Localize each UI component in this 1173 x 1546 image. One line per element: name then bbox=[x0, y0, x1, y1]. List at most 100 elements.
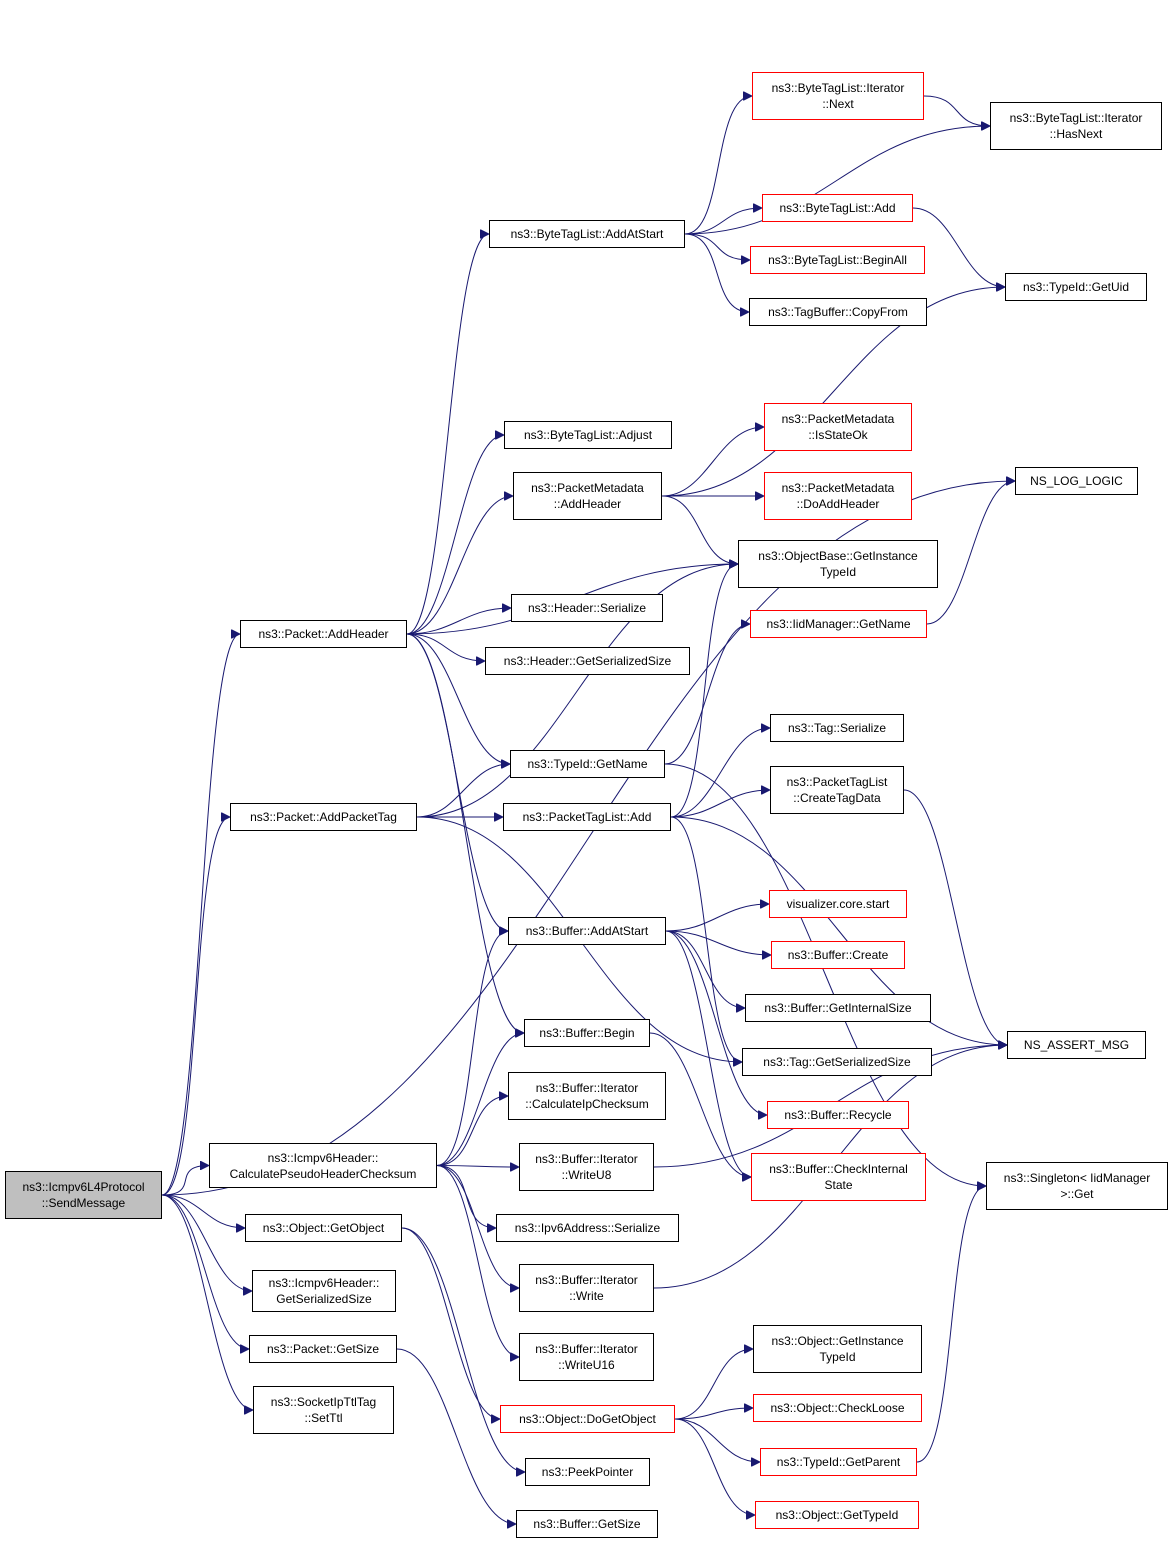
node-ptl-add[interactable]: ns3::PacketTagList::Add bbox=[503, 803, 671, 831]
node-label-line: NS_ASSERT_MSG bbox=[1023, 1038, 1130, 1052]
node-typeid-getname[interactable]: ns3::TypeId::GetName bbox=[510, 750, 665, 778]
node-btl-adjust[interactable]: ns3::ByteTagList::Adjust bbox=[504, 421, 672, 449]
node-pkt-addpackettag[interactable]: ns3::Packet::AddPacketTag bbox=[230, 803, 417, 831]
node-label-line: ::WriteU16 bbox=[558, 1358, 615, 1372]
node-label-line: ns3::PacketTagList bbox=[786, 775, 888, 789]
edge-buf-addatstart-to-buf-getinternalsize bbox=[665, 930, 745, 1008]
node-buf-getsize[interactable]: ns3::Buffer::GetSize bbox=[516, 1510, 658, 1538]
node-typeid-getparent[interactable]: ns3::TypeId::GetParent bbox=[760, 1448, 917, 1476]
node-label-line: ns3::Tag::GetSerializedSize bbox=[763, 1055, 911, 1069]
edge-obj-dogetobject-to-typeid-getparent bbox=[674, 1418, 760, 1462]
node-label-line: ns3::Buffer::Iterator bbox=[535, 1273, 638, 1287]
edge-typeid-getname-to-singleton-get bbox=[664, 763, 986, 1186]
node-obj-getobject[interactable]: ns3::Object::GetObject bbox=[245, 1214, 402, 1242]
node-label-line: ::CreateTagData bbox=[793, 791, 881, 805]
edge-icmp-calcpseudo-to-buf-begin bbox=[436, 1033, 524, 1166]
edge-btl-addatstart-to-btl-beginall bbox=[684, 233, 750, 260]
node-singleton-get[interactable]: ns3::Singleton< IidManager>::Get bbox=[986, 1162, 1168, 1210]
node-pm-addheader[interactable]: ns3::PacketMetadata::AddHeader bbox=[513, 472, 662, 520]
edge-pkt-addpackettag-to-typeid-getname bbox=[416, 764, 510, 818]
node-btl-add[interactable]: ns3::ByteTagList::Add bbox=[762, 194, 913, 222]
node-tag-serialize[interactable]: ns3::Tag::Serialize bbox=[770, 714, 904, 742]
node-bi-writeu16[interactable]: ns3::Buffer::Iterator::WriteU16 bbox=[519, 1333, 654, 1381]
node-btl-addatstart[interactable]: ns3::ByteTagList::AddAtStart bbox=[489, 220, 685, 248]
node-label-line: ns3::ByteTagList::Adjust bbox=[523, 428, 653, 442]
node-label-line: ns3::Singleton< IidManager bbox=[1003, 1171, 1151, 1185]
node-label-line: ns3::Buffer::Create bbox=[787, 948, 889, 962]
node-pkt-getsize[interactable]: ns3::Packet::GetSize bbox=[249, 1335, 397, 1363]
node-label-line: ns3::Header::GetSerializedSize bbox=[503, 654, 672, 668]
node-buf-recycle[interactable]: ns3::Buffer::Recycle bbox=[767, 1101, 909, 1129]
node-icmp-calcpseudo[interactable]: ns3::Icmpv6Header::CalculatePseudoHeader… bbox=[209, 1143, 437, 1188]
edge-obj-getobject-to-peekpointer bbox=[401, 1227, 525, 1472]
node-label-line: ns3::Icmpv6Header:: bbox=[268, 1276, 380, 1290]
node-label-line: ns3::TypeId::GetUid bbox=[1022, 280, 1130, 294]
node-btl-beginall[interactable]: ns3::ByteTagList::BeginAll bbox=[750, 246, 925, 274]
node-bi-write[interactable]: ns3::Buffer::Iterator::Write bbox=[519, 1264, 654, 1312]
node-label-line: ns3::Icmpv6L4Protocol bbox=[22, 1180, 145, 1194]
node-label-line: ns3::Buffer::Iterator bbox=[535, 1081, 639, 1095]
node-ptl-createtagdata[interactable]: ns3::PacketTagList::CreateTagData bbox=[770, 766, 904, 814]
node-obj-checkloose[interactable]: ns3::Object::CheckLoose bbox=[753, 1394, 922, 1422]
node-buf-create[interactable]: ns3::Buffer::Create bbox=[771, 941, 905, 969]
node-icmp-getsersize[interactable]: ns3::Icmpv6Header::GetSerializedSize bbox=[252, 1270, 396, 1312]
edge-root-to-pkt-getsize bbox=[161, 1194, 249, 1349]
node-buf-begin[interactable]: ns3::Buffer::Begin bbox=[524, 1019, 650, 1047]
node-label-line: ::HasNext bbox=[1049, 127, 1103, 141]
node-pm-doaddheader[interactable]: ns3::PacketMetadata::DoAddHeader bbox=[764, 472, 912, 520]
node-ns-assert-msg[interactable]: NS_ASSERT_MSG bbox=[1007, 1031, 1146, 1059]
node-hdr-getsersize[interactable]: ns3::Header::GetSerializedSize bbox=[485, 647, 690, 675]
edge-btl-addatstart-to-tagbuf-copyfrom bbox=[684, 233, 749, 312]
node-label-line: >::Get bbox=[1060, 1187, 1094, 1201]
node-sockttl-setttl[interactable]: ns3::SocketIpTtlTag::SetTtl bbox=[253, 1386, 394, 1434]
node-label-line: ns3::PacketMetadata bbox=[781, 481, 895, 495]
node-label-line: ns3::Object::DoGetObject bbox=[519, 1412, 656, 1426]
edge-root-to-icmp-calcpseudo bbox=[161, 1166, 209, 1196]
call-edges bbox=[161, 96, 1015, 1524]
edge-btl-addatstart-to-btl-add bbox=[684, 208, 762, 235]
node-iidmgr-getname[interactable]: ns3::IidManager::GetName bbox=[750, 610, 927, 638]
edge-buf-begin-to-buf-checkinternal bbox=[649, 1032, 751, 1177]
node-label-line: ns3::ByteTagList::AddAtStart bbox=[510, 227, 664, 241]
node-buf-addatstart[interactable]: ns3::Buffer::AddAtStart bbox=[508, 917, 666, 945]
node-viz-start[interactable]: visualizer.core.start bbox=[769, 890, 907, 918]
node-buf-getinternalsize[interactable]: ns3::Buffer::GetInternalSize bbox=[745, 994, 931, 1022]
node-typeid-getuid[interactable]: ns3::TypeId::GetUid bbox=[1005, 273, 1147, 301]
node-pm-isstateok[interactable]: ns3::PacketMetadata::IsStateOk bbox=[764, 403, 912, 451]
edge-obj-dogetobject-to-obj-checkloose bbox=[674, 1408, 753, 1420]
node-label-line: ns3::Buffer::Iterator bbox=[535, 1342, 638, 1356]
node-tagbuf-copyfrom[interactable]: ns3::TagBuffer::CopyFrom bbox=[749, 298, 927, 326]
edge-icmp-calcpseudo-to-bi-writeu8 bbox=[436, 1166, 519, 1168]
edge-pkt-addheader-to-typeid-getname bbox=[406, 633, 510, 764]
node-bi-calcip[interactable]: ns3::Buffer::Iterator::CalculateIpChecks… bbox=[508, 1072, 666, 1120]
edge-pkt-addheader-to-btl-addatstart bbox=[406, 234, 490, 635]
edge-ptl-add-to-ptl-createtagdata bbox=[670, 790, 770, 818]
edge-buf-addatstart-to-viz-start bbox=[665, 904, 769, 932]
node-btli-next[interactable]: ns3::ByteTagList::Iterator::Next bbox=[752, 72, 924, 120]
edge-pkt-getsize-to-buf-getsize bbox=[396, 1348, 516, 1524]
edge-btl-addatstart-to-btli-next bbox=[684, 96, 752, 235]
node-bi-writeu8[interactable]: ns3::Buffer::Iterator::WriteU8 bbox=[519, 1143, 654, 1191]
node-ipv6-serialize[interactable]: ns3::Ipv6Address::Serialize bbox=[496, 1214, 679, 1242]
node-label-line: ns3::Buffer::AddAtStart bbox=[525, 924, 649, 938]
node-label-line: ns3::SocketIpTtlTag bbox=[270, 1395, 377, 1409]
edge-root-to-sockttl-setttl bbox=[161, 1194, 253, 1410]
node-label-line: ns3::Packet::GetSize bbox=[266, 1342, 380, 1356]
node-btli-hasnext[interactable]: ns3::ByteTagList::Iterator::HasNext bbox=[990, 102, 1162, 150]
node-hdr-serialize[interactable]: ns3::Header::Serialize bbox=[511, 594, 663, 622]
node-peekpointer[interactable]: ns3::PeekPointer bbox=[525, 1458, 650, 1486]
node-label-line: State bbox=[824, 1178, 853, 1192]
node-label-line: ::SetTtl bbox=[304, 1411, 343, 1425]
edge-pkt-addheader-to-pm-addheader bbox=[406, 496, 513, 635]
node-tag-getsersize[interactable]: ns3::Tag::GetSerializedSize bbox=[742, 1048, 932, 1076]
node-pkt-addheader[interactable]: ns3::Packet::AddHeader bbox=[240, 620, 407, 648]
edge-obj-dogetobject-to-obj-gettypeid bbox=[674, 1418, 755, 1515]
node-ns-log-logic[interactable]: NS_LOG_LOGIC bbox=[1015, 467, 1138, 495]
node-obj-dogetobject[interactable]: ns3::Object::DoGetObject bbox=[500, 1405, 675, 1433]
node-label-line: ns3::TypeId::GetName bbox=[527, 757, 648, 771]
node-obj-gettypeid[interactable]: ns3::Object::GetTypeId bbox=[755, 1501, 919, 1529]
